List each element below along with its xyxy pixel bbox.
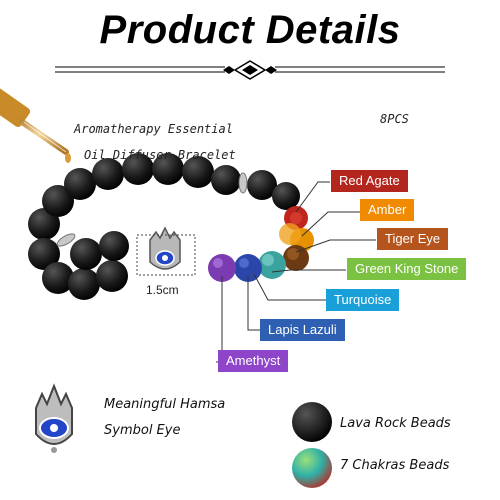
label-text: Turquoise (334, 292, 392, 307)
label-lapis-lazuli: Lapis Lazuli (260, 319, 345, 341)
label-text: Tiger Eye (385, 231, 441, 246)
label-text: Red Agate (339, 173, 400, 188)
label-amber: Amber (360, 199, 415, 221)
lava-legend-label: Lava Rock Beads (340, 416, 451, 431)
hamsa-pendant-icon (149, 226, 181, 270)
lava-bead-strand (28, 153, 300, 300)
chakra-bead-icon (292, 448, 332, 488)
chakra-beads (208, 206, 314, 282)
page-title: Product Details (99, 8, 401, 52)
dimension-box (136, 234, 196, 276)
product-name-line1: Aromatherapy Essential (74, 122, 233, 136)
hamsa-legend-icon (35, 383, 73, 453)
label-text: Amethyst (226, 353, 281, 368)
hamsa-legend-line2: Symbol Eye (104, 423, 181, 438)
quantity-note: 8PCS (380, 112, 409, 126)
label-red-agate: Red Agate (331, 170, 408, 192)
ornamental-divider (55, 60, 445, 80)
label-amethyst: Amethyst (218, 350, 289, 372)
label-text: Amber (368, 202, 407, 217)
product-name-line2: Oil Diffuser Bracelet (84, 148, 236, 162)
dropper-icon (0, 84, 71, 163)
label-text: Green King Stone (355, 261, 459, 276)
label-tiger-eye: Tiger Eye (377, 228, 449, 250)
dimension-label: 1.5cm (146, 283, 179, 297)
label-turquoise: Turquoise (326, 289, 400, 311)
chakra-legend-label: 7 Chakras Beads (340, 458, 450, 473)
lava-bead-icon (292, 402, 332, 442)
hamsa-legend-line1: Meaningful Hamsa (104, 397, 226, 412)
label-text: Lapis Lazuli (268, 322, 337, 337)
label-green-king-stone: Green King Stone (347, 258, 467, 280)
